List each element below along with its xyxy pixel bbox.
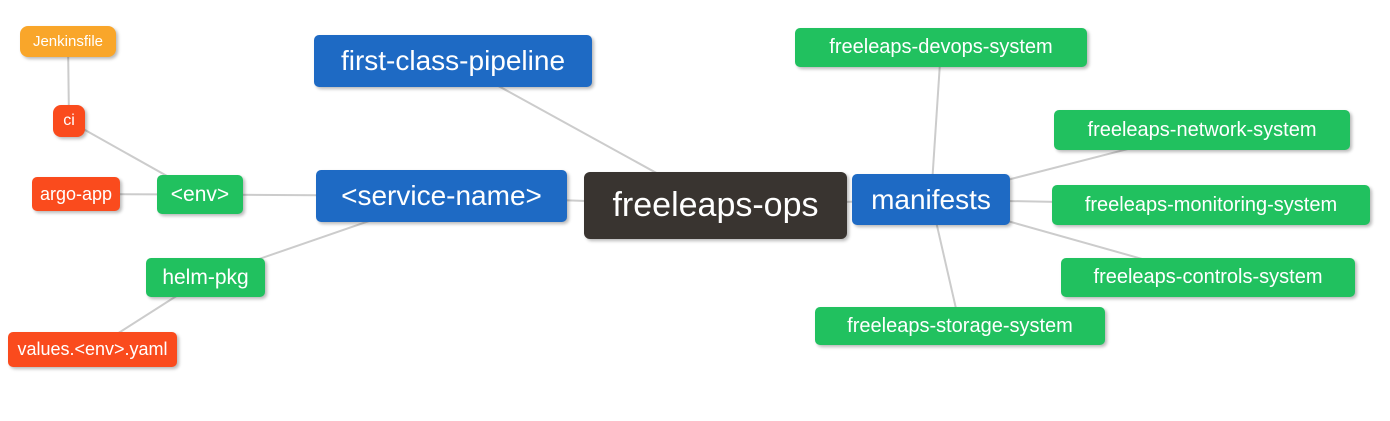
- node-env[interactable]: <env>: [157, 175, 243, 214]
- node-service-name[interactable]: <service-name>: [316, 170, 567, 222]
- node-freeleaps-monitoring-system[interactable]: freeleaps-monitoring-system: [1052, 185, 1370, 225]
- node-freeleaps-network-system[interactable]: freeleaps-network-system: [1054, 110, 1350, 150]
- node-argo-app[interactable]: argo-app: [32, 177, 120, 211]
- node-jenkinsfile[interactable]: Jenkinsfile: [20, 26, 116, 57]
- node-freeleaps-controls-system[interactable]: freeleaps-controls-system: [1061, 258, 1355, 297]
- node-values-env-yaml[interactable]: values.<env>.yaml: [8, 332, 177, 367]
- node-manifests[interactable]: manifests: [852, 174, 1010, 225]
- node-freeleaps-ops[interactable]: freeleaps-ops: [584, 172, 847, 239]
- node-freeleaps-devops-system[interactable]: freeleaps-devops-system: [795, 28, 1087, 67]
- node-ci[interactable]: ci: [53, 105, 85, 137]
- node-freeleaps-storage-system[interactable]: freeleaps-storage-system: [815, 307, 1105, 345]
- node-helm-pkg[interactable]: helm-pkg: [146, 258, 265, 297]
- node-first-class-pipeline[interactable]: first-class-pipeline: [314, 35, 592, 87]
